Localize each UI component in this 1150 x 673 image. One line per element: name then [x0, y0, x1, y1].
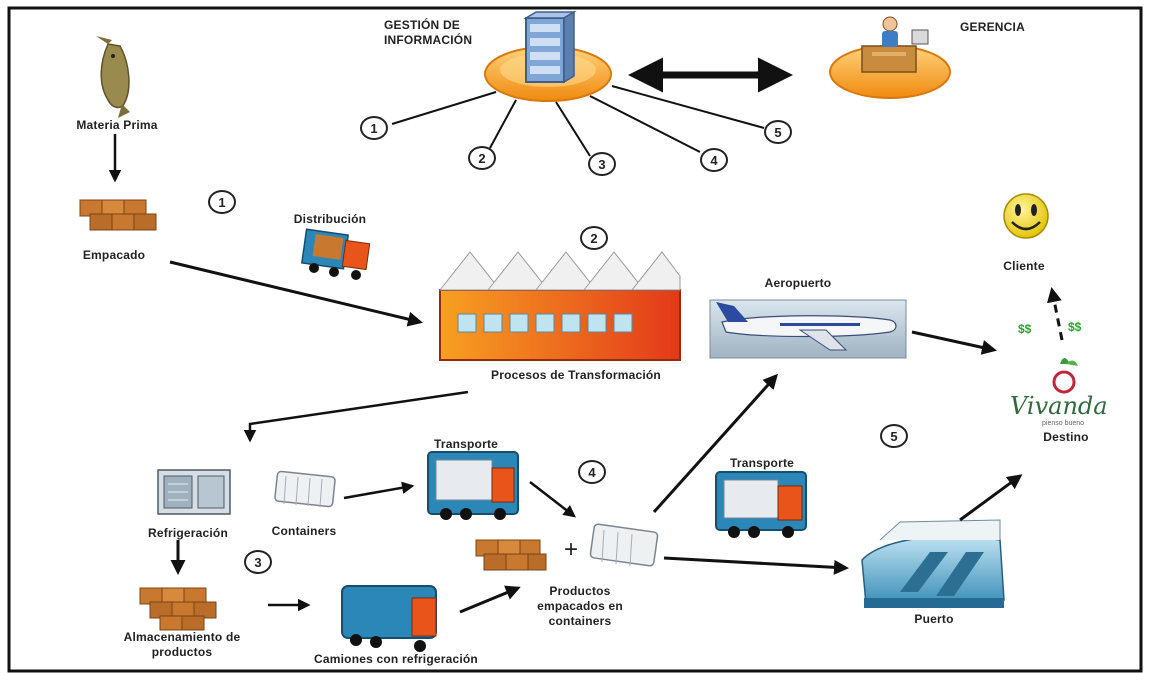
arrow-containers-transporte: [343, 481, 415, 500]
stage-number-1: 1: [208, 190, 236, 214]
containers-label: Containers: [271, 524, 337, 538]
money-label-right: $$: [1068, 320, 1082, 334]
fish-icon: [96, 36, 130, 118]
arrow-puerto-destino: [959, 474, 1023, 522]
gestion-label: GESTIÓN DE INFORMACIÓN: [384, 18, 472, 48]
vivanda-brand: Vivanda: [1010, 392, 1108, 420]
hub-number-5: 5: [764, 120, 792, 144]
truck-icon-transporte-2: [715, 471, 807, 538]
arrow-empacado-factory: [169, 260, 423, 327]
puerto-label: Puerto: [914, 612, 954, 626]
manager-desk-icon: [861, 16, 929, 73]
plus-sign: +: [564, 536, 579, 563]
truck-icon-transporte-1: [427, 451, 519, 520]
arrow-airplane-destino: [911, 330, 997, 355]
container-icon-productos: [589, 523, 659, 567]
vivanda-tagline: pienso bueno: [1042, 420, 1085, 427]
almacenamiento-line1: Almacenamiento de: [123, 630, 241, 644]
vivanda-logo: [1052, 358, 1078, 394]
server-icon: [523, 10, 577, 84]
almacenamiento-label: Almacenamiento de productos: [124, 630, 241, 660]
hub-number-2: 2: [468, 146, 496, 170]
boxes-icon-empacado: [79, 199, 157, 231]
hub-spokes: [391, 85, 765, 157]
transporte-label-2: Transporte: [729, 456, 795, 470]
arrow-destino-cliente: [1046, 287, 1064, 341]
procesos-label: Procesos de Transformación: [491, 368, 661, 382]
hub-number-1: 1: [360, 116, 388, 140]
stage-number-3: 3: [244, 550, 272, 574]
arrow-camiones-productos: [459, 585, 521, 614]
gestion-label-line2: INFORMACIÓN: [384, 33, 473, 47]
arrow-productos-aeropuerto: [652, 373, 779, 514]
empacado-label: Empacado: [82, 248, 146, 262]
refrigeracion-label: Refrigeración: [148, 526, 228, 540]
arrow-productos-puerto: [663, 556, 849, 575]
truck-icon-camiones: [341, 585, 437, 652]
smiley-icon: [1003, 193, 1049, 239]
gestion-label-line1: GESTIÓN DE: [384, 18, 461, 32]
stage-number-5: 5: [880, 424, 908, 448]
diagram-border: [7, 6, 1143, 673]
airplane-icon: [709, 299, 907, 359]
truck-icon-distribucion: [300, 228, 371, 280]
hub-number-4: 4: [700, 148, 728, 172]
stage-number-2: 2: [580, 226, 608, 250]
distribucion-label: Distribución: [293, 212, 367, 226]
camiones-label: Camiones con refrigeración: [314, 652, 478, 666]
container-icon-left: [274, 470, 336, 508]
productos-line2: empacados en: [537, 599, 623, 613]
materia-prima-label: Materia Prima: [76, 118, 158, 132]
productos-line3: containers: [548, 614, 612, 628]
hub-number-3: 3: [588, 152, 616, 176]
cliente-label: Cliente: [1003, 259, 1045, 273]
boxes-icon-almacenamiento: [139, 587, 217, 631]
almacenamiento-line2: productos: [151, 645, 213, 659]
money-label-left: $$: [1018, 322, 1032, 336]
refrigerator-icon: [157, 469, 231, 515]
aeropuerto-label: Aeropuerto: [764, 276, 832, 290]
gerencia-label: GERENCIA: [960, 20, 1025, 34]
arrow-factory-refrigeracion: [243, 390, 469, 443]
ship-icon: [861, 519, 1005, 608]
productos-line1: Productos: [549, 584, 611, 598]
destino-label: Destino: [1043, 430, 1089, 444]
transporte-label-1: Transporte: [433, 437, 499, 451]
boxes-icon-productos: [475, 539, 547, 571]
arrow-transporte-productos: [529, 481, 576, 518]
productos-label: Productos empacados en containers: [537, 584, 623, 629]
stage-number-4: 4: [578, 460, 606, 484]
factory-icon: [438, 251, 681, 361]
